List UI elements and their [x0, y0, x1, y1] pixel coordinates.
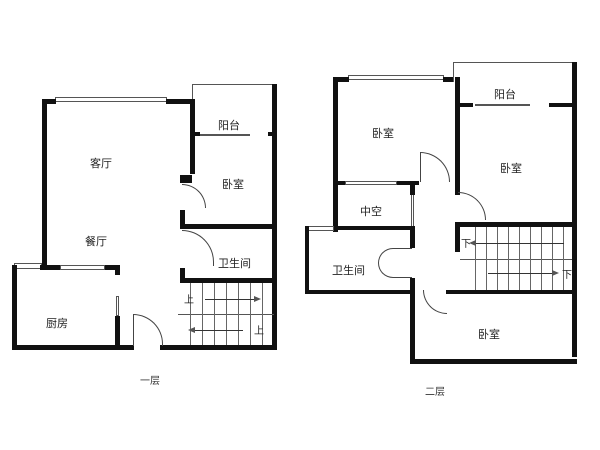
wall: [549, 103, 574, 107]
room-label-balcony: 阳台: [218, 119, 240, 132]
wall: [305, 226, 309, 294]
wall: [410, 185, 415, 195]
wall: [455, 103, 473, 107]
wall: [268, 132, 274, 136]
wall: [443, 77, 459, 82]
wall: [333, 226, 415, 230]
bedroom1-door[interactable]: [420, 152, 450, 182]
bedroom3-door[interactable]: [423, 290, 447, 314]
wall: [455, 222, 575, 227]
wall: [192, 132, 200, 136]
wall: [12, 265, 17, 350]
wall: [410, 226, 415, 248]
balcony-rail: [453, 62, 575, 82]
room-label-balcony: 阳台: [494, 88, 516, 101]
arrow-right-icon: [254, 296, 261, 302]
wall: [446, 290, 576, 294]
bathroom-door[interactable]: [182, 230, 214, 266]
kitchen-pass-window: [60, 265, 105, 270]
room-label-bedroom: 卧室: [222, 178, 244, 191]
balcony-door: [200, 134, 250, 136]
floor-1-label: 一层: [140, 376, 160, 387]
entry-door[interactable]: [133, 314, 163, 346]
wall: [410, 359, 577, 364]
wall: [166, 99, 194, 104]
wall: [180, 278, 275, 283]
living-window: [55, 97, 167, 102]
arrow-left-icon: [469, 240, 476, 246]
wall: [190, 99, 195, 174]
arrow-left-icon: [188, 327, 195, 333]
wall: [455, 77, 460, 195]
wall: [305, 290, 415, 294]
arrow-right-icon: [552, 270, 559, 276]
wall: [160, 345, 277, 350]
bedroom-door[interactable]: [182, 184, 206, 208]
void-window: [345, 181, 397, 185]
bathroom-window: [306, 226, 334, 231]
wall: [272, 84, 277, 349]
kitchen-window: [14, 263, 42, 269]
wall: [115, 316, 120, 350]
wall: [410, 278, 415, 363]
wall: [42, 99, 56, 104]
bedroom2-door[interactable]: [458, 192, 486, 220]
wall: [333, 77, 338, 232]
stairs-down-label: 下: [562, 270, 572, 281]
wall: [180, 210, 185, 228]
room-label-bedroom-2: 卧室: [500, 162, 522, 175]
partition: [116, 296, 119, 316]
wall: [40, 265, 60, 270]
wall: [115, 265, 120, 275]
bedroom-window: [348, 75, 444, 80]
wall: [180, 175, 192, 183]
stairs-up-label: 上: [254, 326, 264, 337]
floor-2-label: 二层: [425, 387, 445, 398]
wall: [105, 265, 120, 270]
wall: [42, 99, 47, 269]
wall: [180, 268, 185, 278]
bathroom-door[interactable]: [378, 248, 412, 278]
wall: [572, 62, 577, 357]
balcony-door: [475, 104, 530, 106]
room-label-void: 中空: [360, 205, 382, 218]
wall: [333, 181, 345, 185]
room-label-bathroom: 卫生间: [332, 264, 365, 277]
room-label-living: 客厅: [90, 157, 112, 170]
wall: [333, 77, 349, 82]
stairs-down-label: 下: [461, 239, 471, 250]
balcony-rail: [192, 84, 276, 106]
wall: [12, 345, 134, 350]
room-label-bedroom-3: 卧室: [478, 328, 500, 341]
room-label-bathroom: 卫生间: [218, 257, 251, 270]
wall: [397, 181, 419, 185]
room-label-kitchen: 厨房: [46, 317, 68, 330]
room-label-bedroom-1: 卧室: [372, 127, 394, 140]
stairs-up-label: 上: [184, 295, 194, 306]
room-label-dining: 餐厅: [85, 235, 107, 248]
wall: [180, 224, 275, 229]
wall: [455, 222, 460, 252]
